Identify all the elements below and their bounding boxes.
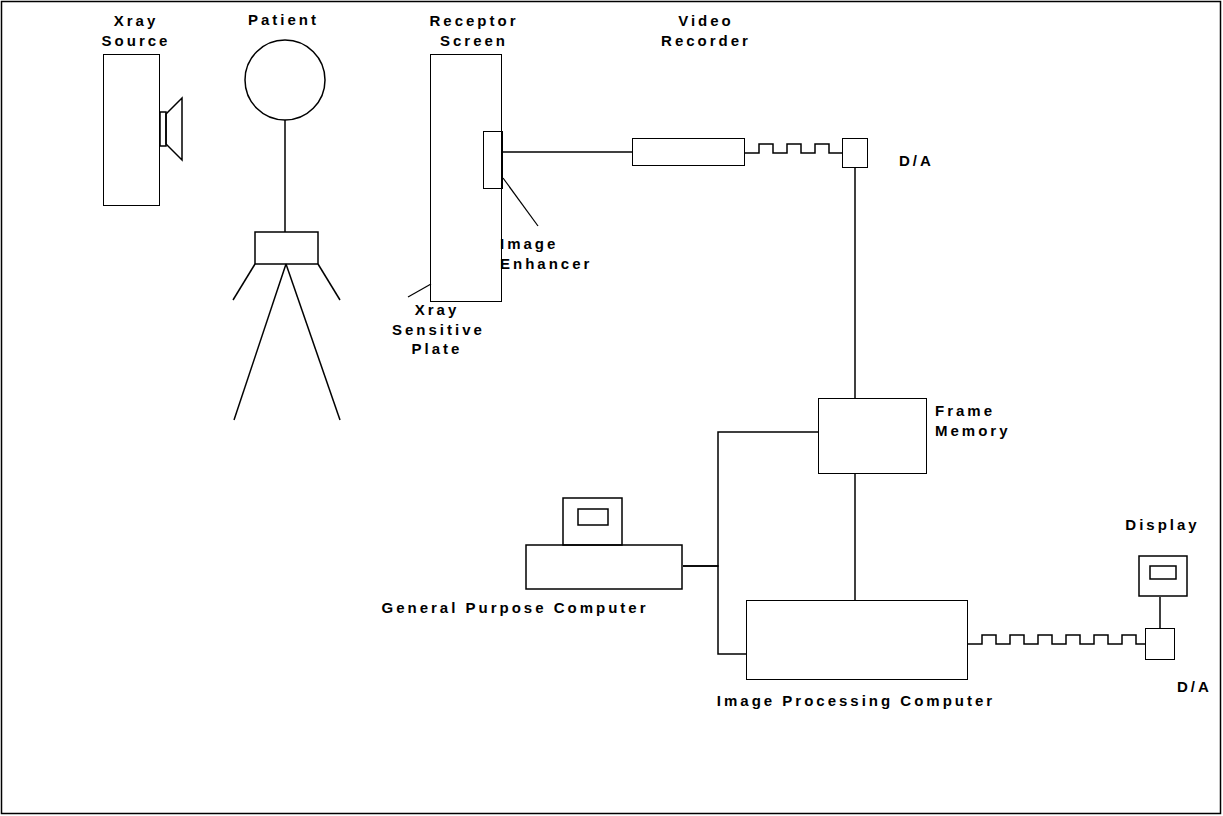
signal-line: [745, 144, 842, 153]
signal-line: [968, 635, 1145, 644]
video-recorder-box: Video Recorder: [632, 138, 745, 166]
converter-box: D/A: [1145, 628, 1175, 660]
signal-line: [683, 566, 746, 654]
signal-line: [854, 474, 856, 600]
computer-icon: General Purpose Computer: [525, 497, 683, 590]
node-label: Display: [1110, 515, 1215, 535]
node-label: Image Enhancer: [500, 234, 615, 273]
image-enhancer-box: Image Enhancer: [483, 131, 503, 189]
frame-memory-box: Frame Memory: [818, 398, 927, 474]
node-label: Xray Source: [81, 11, 191, 50]
display-outline: [1138, 555, 1188, 597]
node-label: Video Recorder: [651, 11, 761, 50]
node-label: Receptor Screen: [419, 11, 529, 50]
plate-label: Xray Sensitive Plate: [392, 300, 482, 359]
receptor-screen-box: Receptor ScreenImage Enhancer: [430, 54, 502, 302]
node-label: D/A: [1177, 677, 1222, 697]
xray-nozzle: [160, 98, 182, 160]
node-label: Image Processing Computer: [706, 691, 1006, 711]
display-icon: Display: [1138, 555, 1188, 597]
image-processor-box: Image Processing Computer: [746, 600, 968, 680]
signal-line: [1159, 597, 1161, 628]
signal-line: [854, 168, 856, 398]
signal-line: [503, 151, 632, 153]
node-label: Frame Memory: [935, 401, 1035, 440]
signal-line: [683, 432, 818, 566]
converter-box: D/A: [842, 138, 868, 168]
xray-source-box: Xray Source: [103, 54, 160, 206]
node-label: D/A: [899, 151, 969, 171]
patient-label: Patient: [248, 10, 348, 30]
computer-outline: [525, 497, 683, 590]
patient-figure: [233, 40, 340, 420]
node-label: General Purpose Computer: [375, 598, 655, 618]
